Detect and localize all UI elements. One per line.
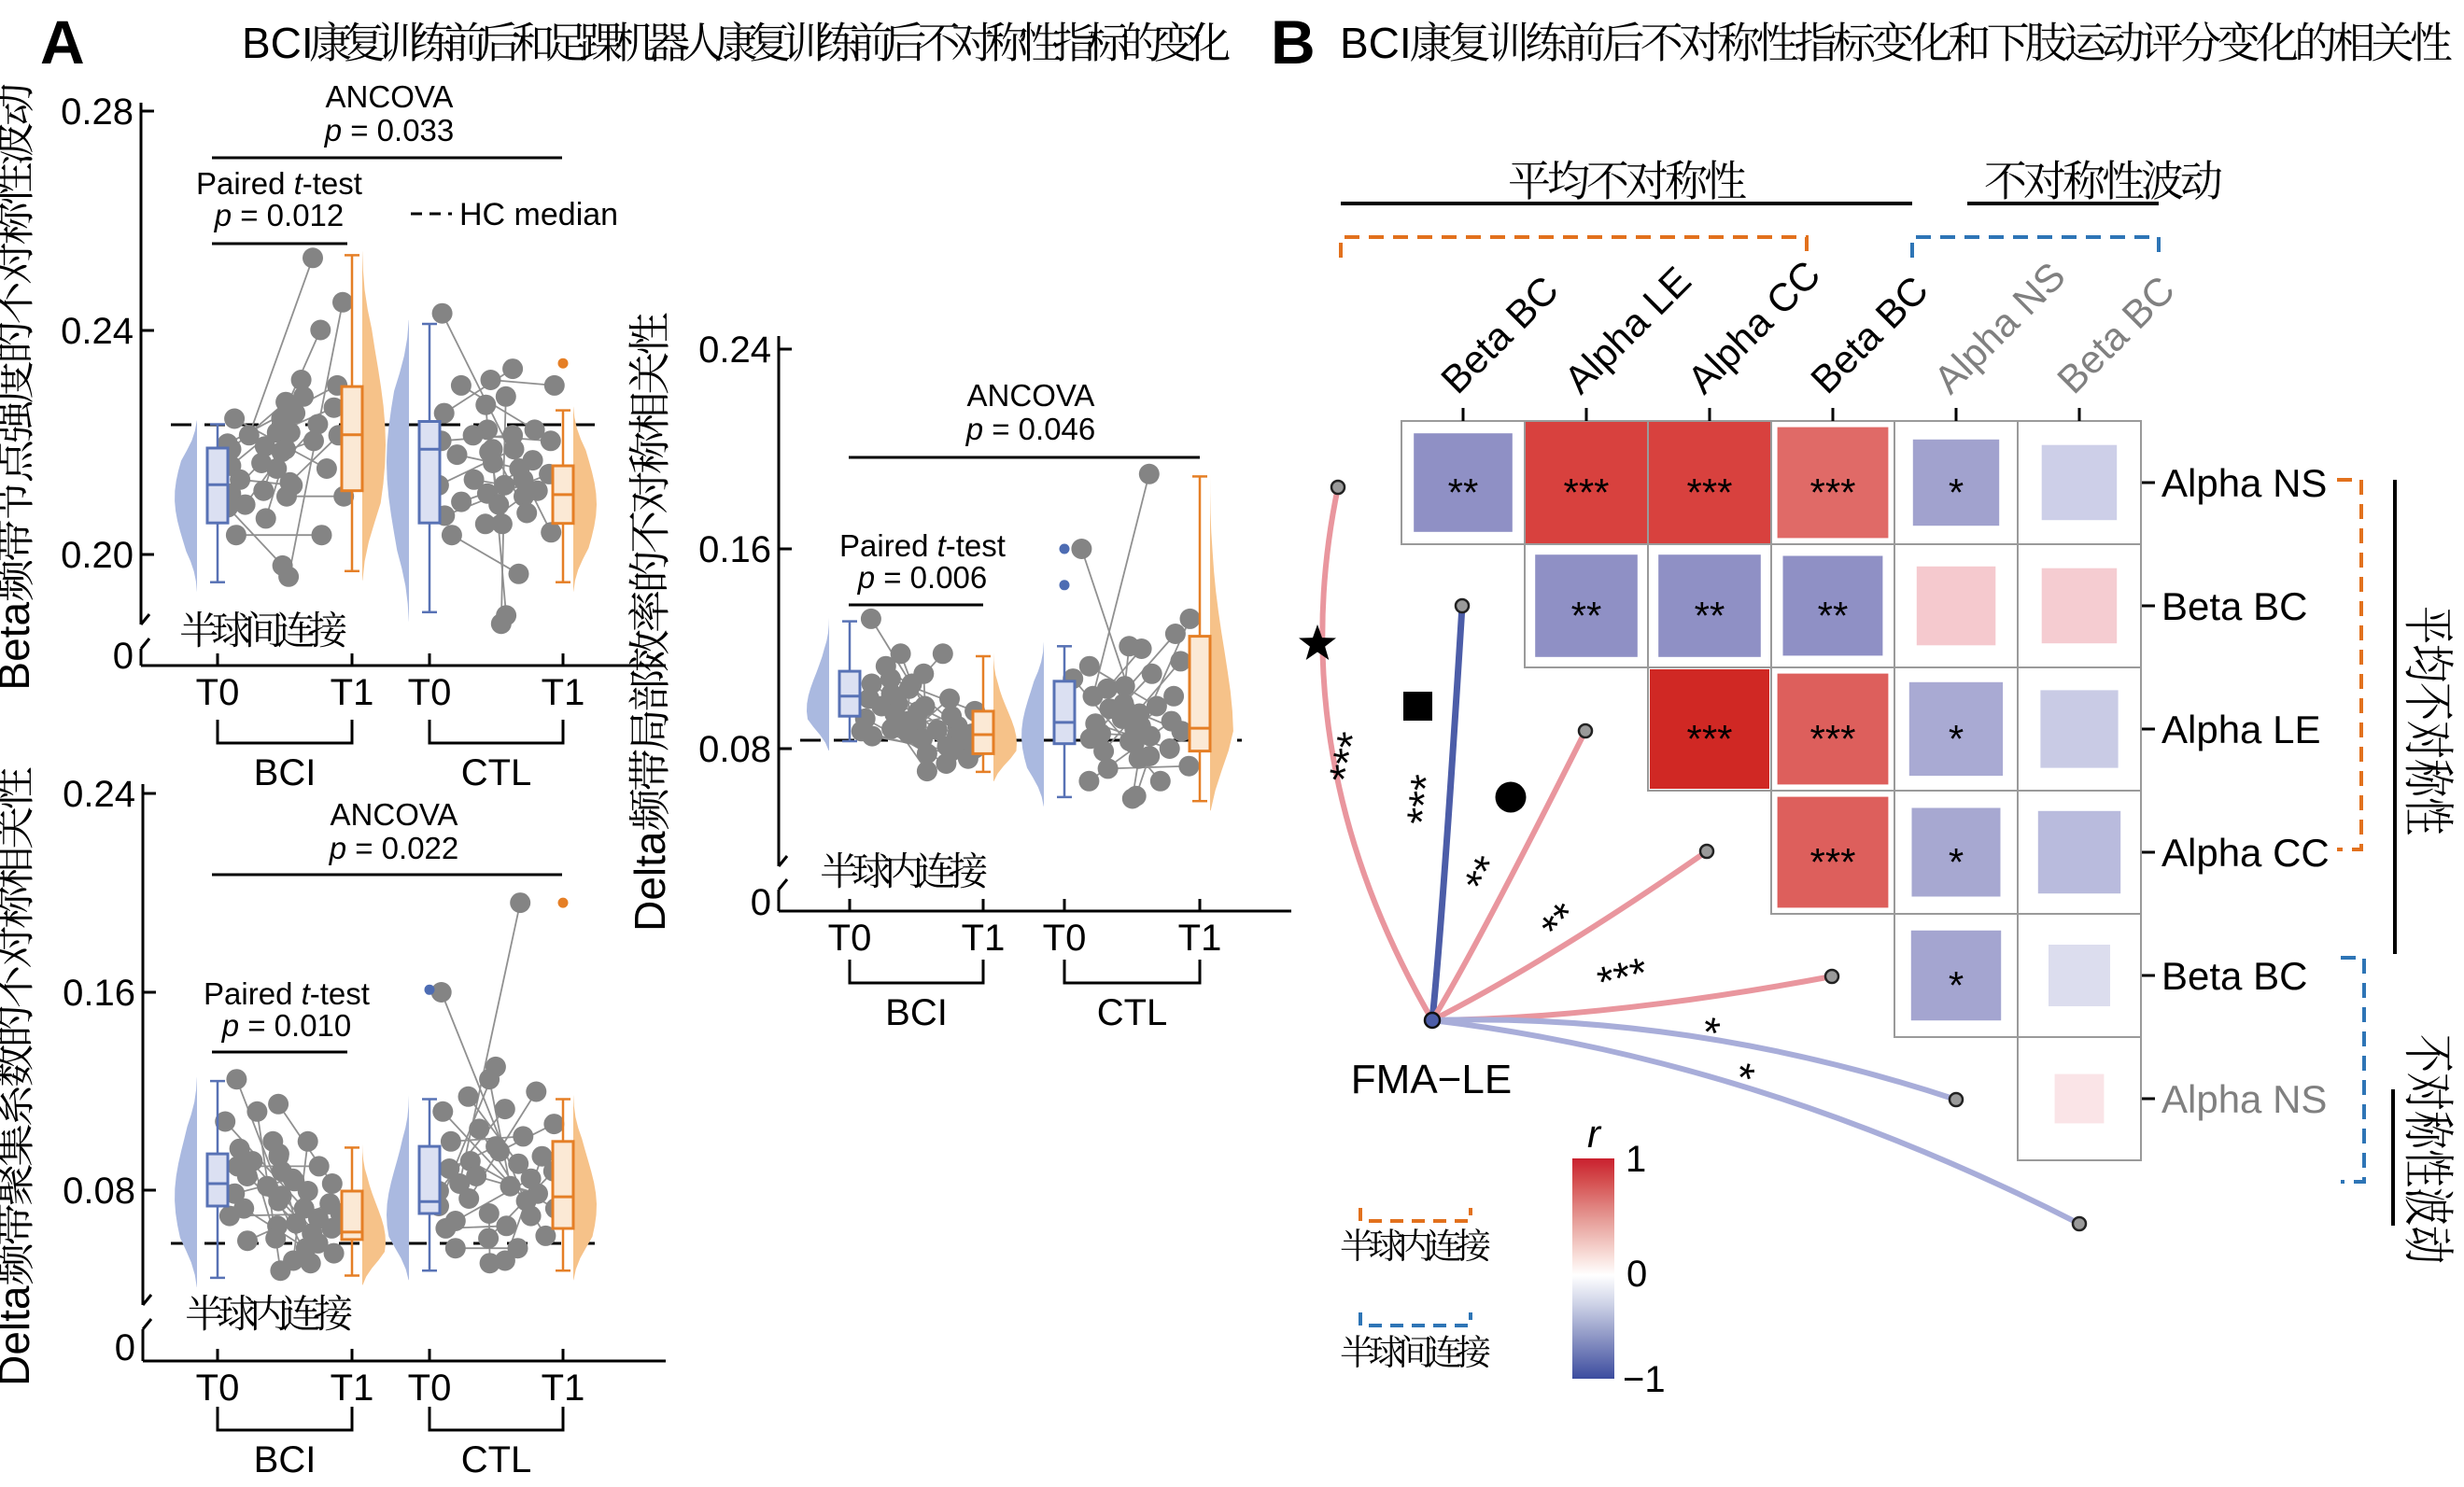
- svg-text:0.08: 0.08: [698, 729, 771, 770]
- svg-text:0: 0: [1626, 1254, 1647, 1295]
- svg-text:***: ***: [1563, 470, 1609, 514]
- svg-text:CTL: CTL: [461, 752, 532, 793]
- svg-text:Paired t-test: Paired t-test: [196, 166, 362, 201]
- svg-text:Alpha NS: Alpha NS: [2161, 1077, 2327, 1121]
- svg-text:BCI: BCI: [885, 992, 948, 1033]
- svg-text:0.24: 0.24: [698, 330, 771, 371]
- svg-text:Beta BC: Beta BC: [2161, 584, 2307, 628]
- svg-text:Alpha LE: Alpha LE: [2161, 708, 2320, 751]
- svg-text:***: ***: [1319, 728, 1377, 787]
- svg-text:Delta: Delta: [0, 1285, 38, 1386]
- svg-text:0.28: 0.28: [61, 91, 134, 133]
- svg-text:Paired t-test: Paired t-test: [204, 976, 370, 1011]
- svg-text:0: 0: [113, 636, 134, 677]
- svg-text:T0: T0: [196, 1368, 240, 1409]
- svg-text:CTL: CTL: [461, 1439, 532, 1480]
- svg-text:T0: T0: [828, 918, 872, 959]
- svg-text:**: **: [1571, 594, 1602, 638]
- svg-text:Alpha NS: Alpha NS: [2161, 461, 2327, 505]
- svg-text:**: **: [1448, 470, 1479, 514]
- svg-text:*: *: [1949, 470, 1964, 514]
- svg-text:***: ***: [1686, 470, 1732, 514]
- svg-text:r: r: [1587, 1112, 1602, 1156]
- svg-text:T0: T0: [408, 1368, 452, 1409]
- svg-text:*: *: [1949, 840, 1964, 884]
- svg-text:p = 0.033: p = 0.033: [324, 113, 455, 147]
- svg-text:T1: T1: [331, 1368, 374, 1409]
- svg-text:*: *: [1949, 963, 1964, 1007]
- svg-text:BCI: BCI: [242, 19, 314, 67]
- svg-text:ANCOVA: ANCOVA: [967, 378, 1095, 413]
- svg-text:A: A: [40, 7, 85, 77]
- svg-text:**: **: [1695, 594, 1725, 638]
- svg-text:***: ***: [1686, 717, 1732, 761]
- svg-text:ANCOVA: ANCOVA: [331, 797, 458, 832]
- svg-text:1: 1: [1626, 1139, 1646, 1180]
- svg-text:p = 0.006: p = 0.006: [857, 560, 988, 595]
- svg-text:p = 0.010: p = 0.010: [221, 1008, 352, 1043]
- svg-text:*: *: [1949, 717, 1964, 761]
- svg-text:T0: T0: [196, 672, 240, 713]
- svg-text:p = 0.022: p = 0.022: [329, 831, 459, 865]
- svg-text:B: B: [1271, 7, 1316, 77]
- svg-text:T1: T1: [962, 918, 1006, 959]
- svg-text:0.20: 0.20: [61, 535, 134, 576]
- svg-text:BCI: BCI: [254, 752, 317, 793]
- svg-text:T0: T0: [408, 672, 452, 713]
- svg-text:0.08: 0.08: [63, 1171, 135, 1212]
- svg-text:Beta: Beta: [0, 602, 38, 691]
- svg-text:***: ***: [1397, 772, 1450, 827]
- svg-text:0: 0: [751, 882, 771, 923]
- svg-text:Delta: Delta: [626, 831, 674, 932]
- svg-text:CTL: CTL: [1097, 992, 1168, 1033]
- svg-text:T1: T1: [1178, 918, 1222, 959]
- svg-text:**: **: [1818, 594, 1849, 638]
- svg-text:T1: T1: [331, 672, 374, 713]
- svg-text:HC median: HC median: [459, 197, 618, 232]
- svg-text:0.24: 0.24: [63, 774, 135, 815]
- svg-text:T1: T1: [542, 672, 585, 713]
- svg-text:Beta BC: Beta BC: [2161, 954, 2307, 998]
- svg-text:0.16: 0.16: [63, 973, 135, 1014]
- svg-text:−1: −1: [1623, 1359, 1666, 1400]
- svg-text:***: ***: [1593, 947, 1654, 1006]
- svg-text:ANCOVA: ANCOVA: [326, 79, 454, 114]
- svg-text:Alpha CC: Alpha CC: [2161, 831, 2330, 875]
- svg-text:Paired t-test: Paired t-test: [839, 528, 1006, 563]
- svg-text:FMA−LE: FMA−LE: [1351, 1057, 1512, 1102]
- svg-text:***: ***: [1809, 470, 1855, 514]
- svg-text:T1: T1: [542, 1368, 585, 1409]
- svg-text:T0: T0: [1043, 918, 1087, 959]
- svg-text:0.16: 0.16: [698, 529, 771, 570]
- svg-text:BCI: BCI: [254, 1439, 317, 1480]
- svg-text:p = 0.046: p = 0.046: [965, 412, 1096, 446]
- svg-text:BCI: BCI: [1340, 19, 1412, 67]
- svg-text:***: ***: [1809, 717, 1855, 761]
- svg-text:***: ***: [1809, 840, 1855, 884]
- svg-text:p = 0.012: p = 0.012: [214, 198, 345, 232]
- svg-text:0.24: 0.24: [61, 311, 134, 352]
- svg-text:0: 0: [115, 1327, 135, 1368]
